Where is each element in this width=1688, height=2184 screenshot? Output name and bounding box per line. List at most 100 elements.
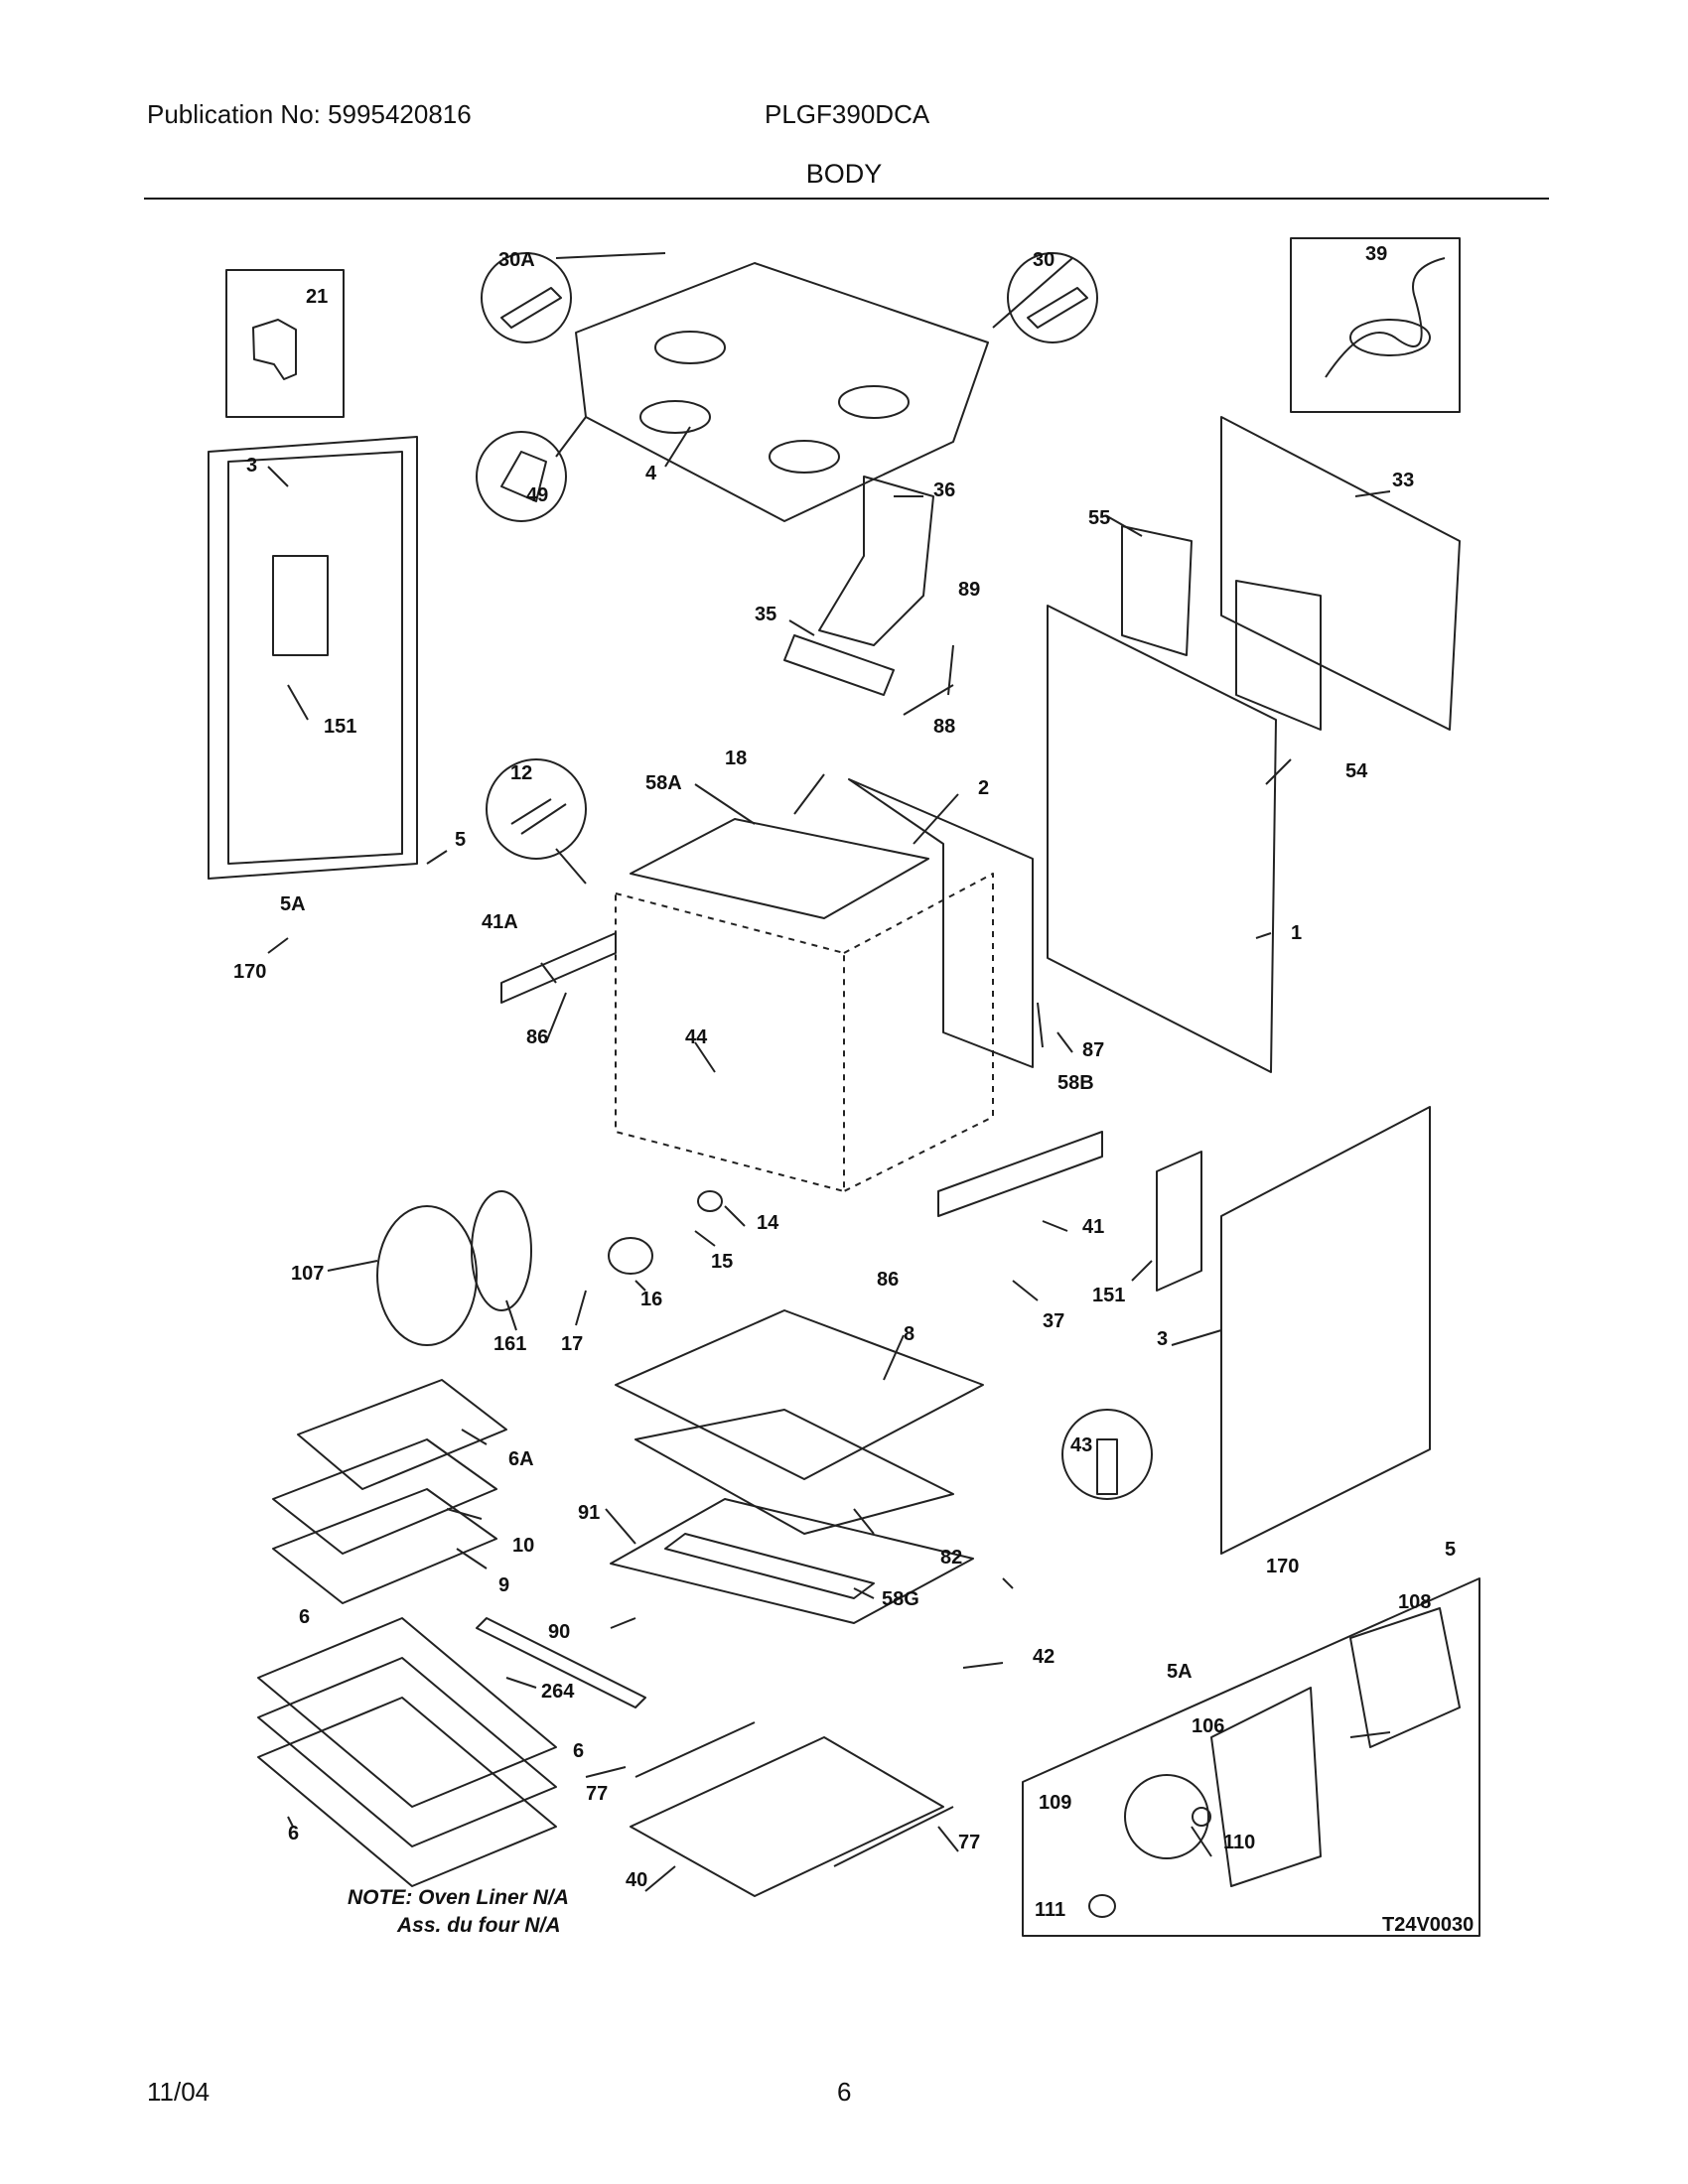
part-110-washer xyxy=(1192,1807,1211,1827)
model-number: PLGF390DCA xyxy=(765,99,930,129)
part-1-rear-panel xyxy=(1047,605,1277,1073)
callout-label-54: 54 xyxy=(1345,760,1368,782)
callout-label-86: 86 xyxy=(526,1026,548,1048)
callout-label-10: 10 xyxy=(512,1535,534,1557)
callout-label-43: 43 xyxy=(1070,1434,1092,1456)
drawing-code: T24V0030 xyxy=(1382,1914,1475,1936)
part-39-power-cord xyxy=(1325,257,1446,378)
part-43-detail-circle xyxy=(1061,1409,1153,1500)
part-6-oven-rack xyxy=(257,1657,557,1847)
callout-label-41: 41 xyxy=(1082,1216,1104,1238)
callout-label-16: 16 xyxy=(640,1289,662,1310)
callout-label-30: 30 xyxy=(1033,249,1055,271)
part-16-lamp-lens xyxy=(608,1237,653,1275)
part-33-back-panel xyxy=(1220,416,1461,731)
callout-label-14: 14 xyxy=(757,1212,779,1234)
part-108-motor xyxy=(1349,1607,1461,1748)
callout-label-30a: 30A xyxy=(498,249,535,271)
part-82-tray xyxy=(634,1409,954,1535)
callout-label-6a: 6A xyxy=(508,1448,534,1470)
callout-label-86: 86 xyxy=(877,1269,899,1291)
part-4-top-panel xyxy=(575,262,989,522)
callout-label-42: 42 xyxy=(1033,1646,1055,1668)
callout-label-39: 39 xyxy=(1365,243,1387,265)
callout-label-5a: 5A xyxy=(280,893,306,915)
part-6-oven-rack xyxy=(257,1617,557,1808)
part-264-trim xyxy=(476,1617,646,1708)
part-107-fan-cover xyxy=(376,1205,478,1346)
part-30-detail-circle xyxy=(1007,252,1098,343)
callout-label-35: 35 xyxy=(755,604,776,625)
callout-label-17: 17 xyxy=(561,1333,583,1355)
callout-label-3: 3 xyxy=(246,455,257,477)
part-4-burner-hole xyxy=(654,331,726,364)
callout-label-58a: 58A xyxy=(645,772,682,794)
part-109-fan-blade xyxy=(1124,1774,1209,1859)
callout-label-91: 91 xyxy=(578,1502,600,1524)
part-6a-rack xyxy=(297,1379,507,1490)
callout-label-108: 108 xyxy=(1398,1591,1431,1613)
part-12-sensor xyxy=(510,798,567,835)
part-111-nut xyxy=(1088,1894,1116,1918)
callout-label-18: 18 xyxy=(725,748,747,769)
part-58g-insulation xyxy=(664,1533,875,1599)
part-41a-rail xyxy=(500,932,617,1004)
callout-leader-lines xyxy=(267,252,1391,1892)
publication-number: Publication No: 5995420816 xyxy=(147,99,472,129)
part-43-screw xyxy=(1096,1438,1118,1495)
part-58b-insulation-side xyxy=(848,778,1034,1068)
part-8-oven-bottom xyxy=(615,1309,984,1480)
callout-label-88: 88 xyxy=(933,716,955,738)
part-77-slide-right xyxy=(833,1806,954,1867)
part-49-detail-circle xyxy=(476,431,567,522)
part-40-drawer xyxy=(630,1736,944,1897)
part-106-bracket xyxy=(1210,1687,1322,1887)
callout-label-4: 4 xyxy=(645,463,657,484)
callout-label-90: 90 xyxy=(548,1621,570,1643)
part-151-right-bracket xyxy=(1156,1151,1202,1292)
callout-label-40: 40 xyxy=(626,1869,647,1891)
part-4-burner-hole xyxy=(639,400,711,434)
part-30-clip xyxy=(1027,287,1088,329)
callout-label-109: 109 xyxy=(1039,1792,1071,1814)
callout-label-151: 151 xyxy=(1092,1285,1125,1306)
callout-label-2: 2 xyxy=(978,777,989,799)
oven-cavity-outline xyxy=(615,892,845,1192)
callout-label-5a: 5A xyxy=(1167,1661,1193,1683)
oven-liner-note-fr: Ass. du four N/A xyxy=(397,1914,561,1937)
part-3-left-inner xyxy=(227,451,403,865)
callout-label-106: 106 xyxy=(1192,1715,1224,1737)
section-title: BODY xyxy=(805,159,883,189)
part-54-bracket xyxy=(1235,580,1322,731)
part-9-broiler-pan xyxy=(272,1488,497,1604)
part-3-left-side-panel xyxy=(208,436,418,880)
callout-label-9: 9 xyxy=(498,1574,509,1596)
callout-label-151: 151 xyxy=(324,716,356,738)
callout-label-77: 77 xyxy=(586,1783,608,1805)
callout-label-89: 89 xyxy=(958,579,980,601)
callout-label-110: 110 xyxy=(1223,1832,1255,1853)
callout-label-8: 8 xyxy=(904,1323,914,1345)
part-4-burner-hole xyxy=(769,440,840,474)
part-30a-detail-circle xyxy=(481,252,572,343)
part-42-drawer-frame xyxy=(610,1498,974,1624)
fan-motor-subassembly-box xyxy=(1022,1577,1480,1937)
part-14-lamp-socket xyxy=(697,1190,723,1212)
part-10-broiler-grid xyxy=(272,1438,497,1555)
callout-label-77: 77 xyxy=(958,1832,980,1853)
part-39-cord-coil xyxy=(1349,319,1431,356)
callout-label-82: 82 xyxy=(940,1547,962,1569)
part-36-vent-duct xyxy=(818,476,934,646)
header-divider xyxy=(144,198,1549,200)
callout-label-6: 6 xyxy=(288,1823,299,1844)
part-77-slide-left xyxy=(634,1721,756,1778)
callout-label-3: 3 xyxy=(1157,1328,1168,1350)
callout-label-58b: 58B xyxy=(1057,1072,1094,1094)
callout-label-5: 5 xyxy=(1445,1539,1456,1561)
callout-label-87: 87 xyxy=(1082,1039,1104,1061)
callout-label-1: 1 xyxy=(1291,922,1302,944)
callout-label-37: 37 xyxy=(1043,1310,1064,1332)
page-number: 6 xyxy=(837,2077,852,2107)
